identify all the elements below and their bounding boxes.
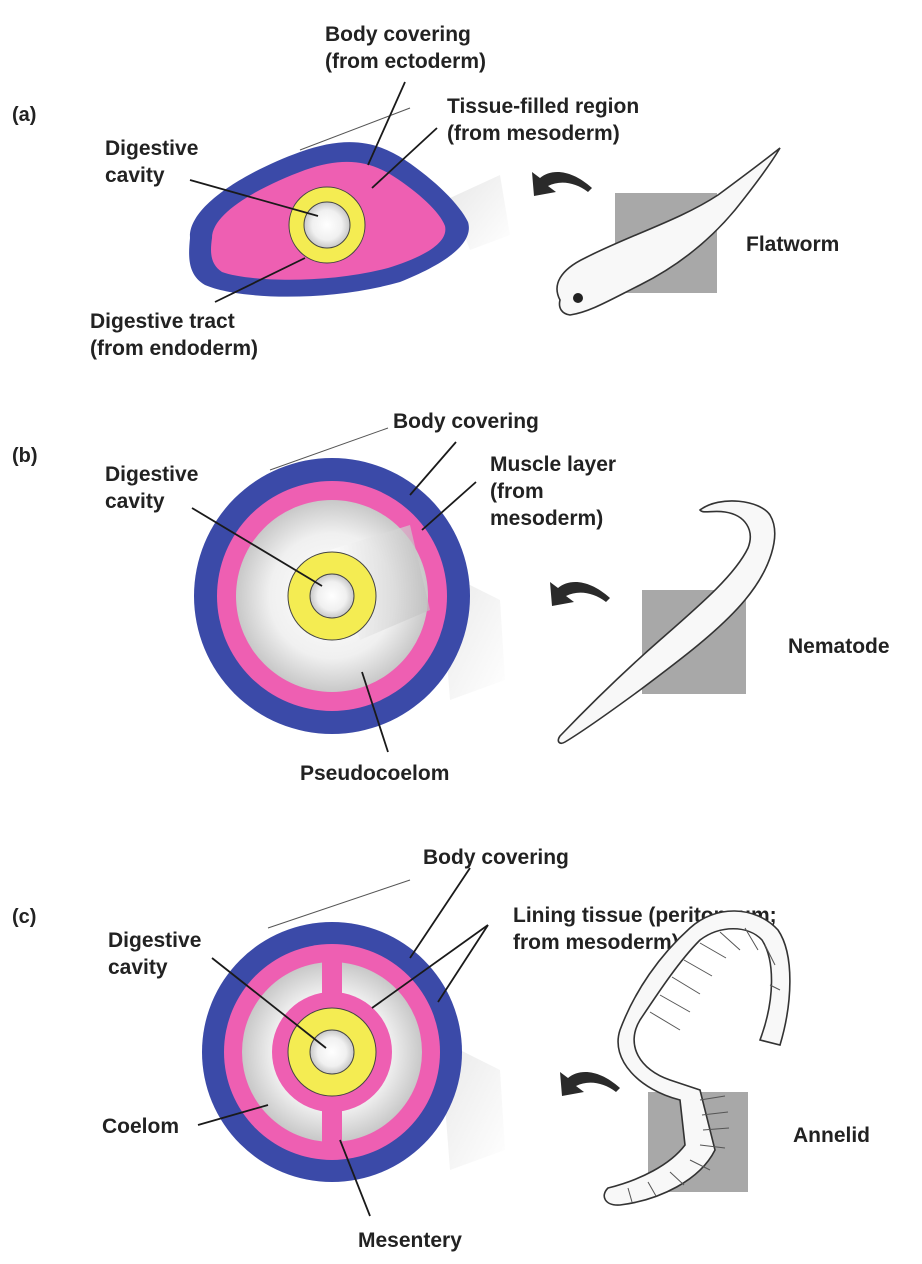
arrow-icon bbox=[550, 582, 610, 606]
panel-c: (c) Body covering Lining tissue (periton… bbox=[12, 846, 870, 1252]
label-cavity-b-1: Digestive bbox=[105, 463, 198, 486]
label-ectoderm-a: (from ectoderm) bbox=[325, 50, 486, 73]
leader-lining-outer-c bbox=[438, 925, 488, 1002]
panel-b-letter: (b) bbox=[12, 445, 38, 467]
label-nematode: Nematode bbox=[788, 635, 890, 658]
panel-b: (b) Body covering Muscle layer (from mes… bbox=[12, 410, 890, 785]
label-body-covering-b: Body covering bbox=[393, 410, 539, 433]
annelid-body bbox=[604, 911, 790, 1205]
label-mesoderm-a: (from mesoderm) bbox=[447, 122, 620, 145]
panel-c-letter: (c) bbox=[12, 906, 36, 928]
label-annelid: Annelid bbox=[793, 1124, 870, 1147]
label-muscle-b-2: (from bbox=[490, 480, 544, 503]
label-cavity-c-2: cavity bbox=[108, 956, 168, 979]
panel-a-letter: (a) bbox=[12, 104, 36, 126]
label-cavity-a-1: Digestive bbox=[105, 137, 198, 160]
digestive-cavity-b bbox=[310, 574, 354, 618]
label-cavity-c-1: Digestive bbox=[108, 929, 201, 952]
body-extension-line bbox=[268, 880, 410, 928]
label-lining-c-2: from mesoderm) bbox=[513, 931, 679, 954]
label-tract-a: Digestive tract bbox=[90, 310, 235, 333]
label-mesentery: Mesentery bbox=[358, 1229, 462, 1252]
label-muscle-b-1: Muscle layer bbox=[490, 453, 616, 476]
panel-a: (a) Body covering (from ectoderm) Tissue… bbox=[12, 23, 839, 360]
flatworm-eye-icon bbox=[573, 293, 583, 303]
arrow-icon bbox=[560, 1072, 620, 1096]
label-cavity-a-2: cavity bbox=[105, 164, 165, 187]
label-muscle-b-3: mesoderm) bbox=[490, 507, 603, 530]
digestive-cavity-a bbox=[304, 202, 350, 248]
label-coelom: Coelom bbox=[102, 1115, 179, 1138]
label-endoderm-a: (from endoderm) bbox=[90, 337, 258, 360]
leader-body-covering-b bbox=[410, 442, 456, 495]
label-pseudocoelom: Pseudocoelom bbox=[300, 762, 449, 785]
label-cavity-b-2: cavity bbox=[105, 490, 165, 513]
label-body-covering-a: Body covering bbox=[325, 23, 471, 46]
label-tissue-a: Tissue-filled region bbox=[447, 95, 639, 118]
digestive-cavity-c bbox=[310, 1030, 354, 1074]
arrow-icon bbox=[532, 172, 592, 196]
label-body-covering-c: Body covering bbox=[423, 846, 569, 869]
label-flatworm: Flatworm bbox=[746, 233, 839, 256]
